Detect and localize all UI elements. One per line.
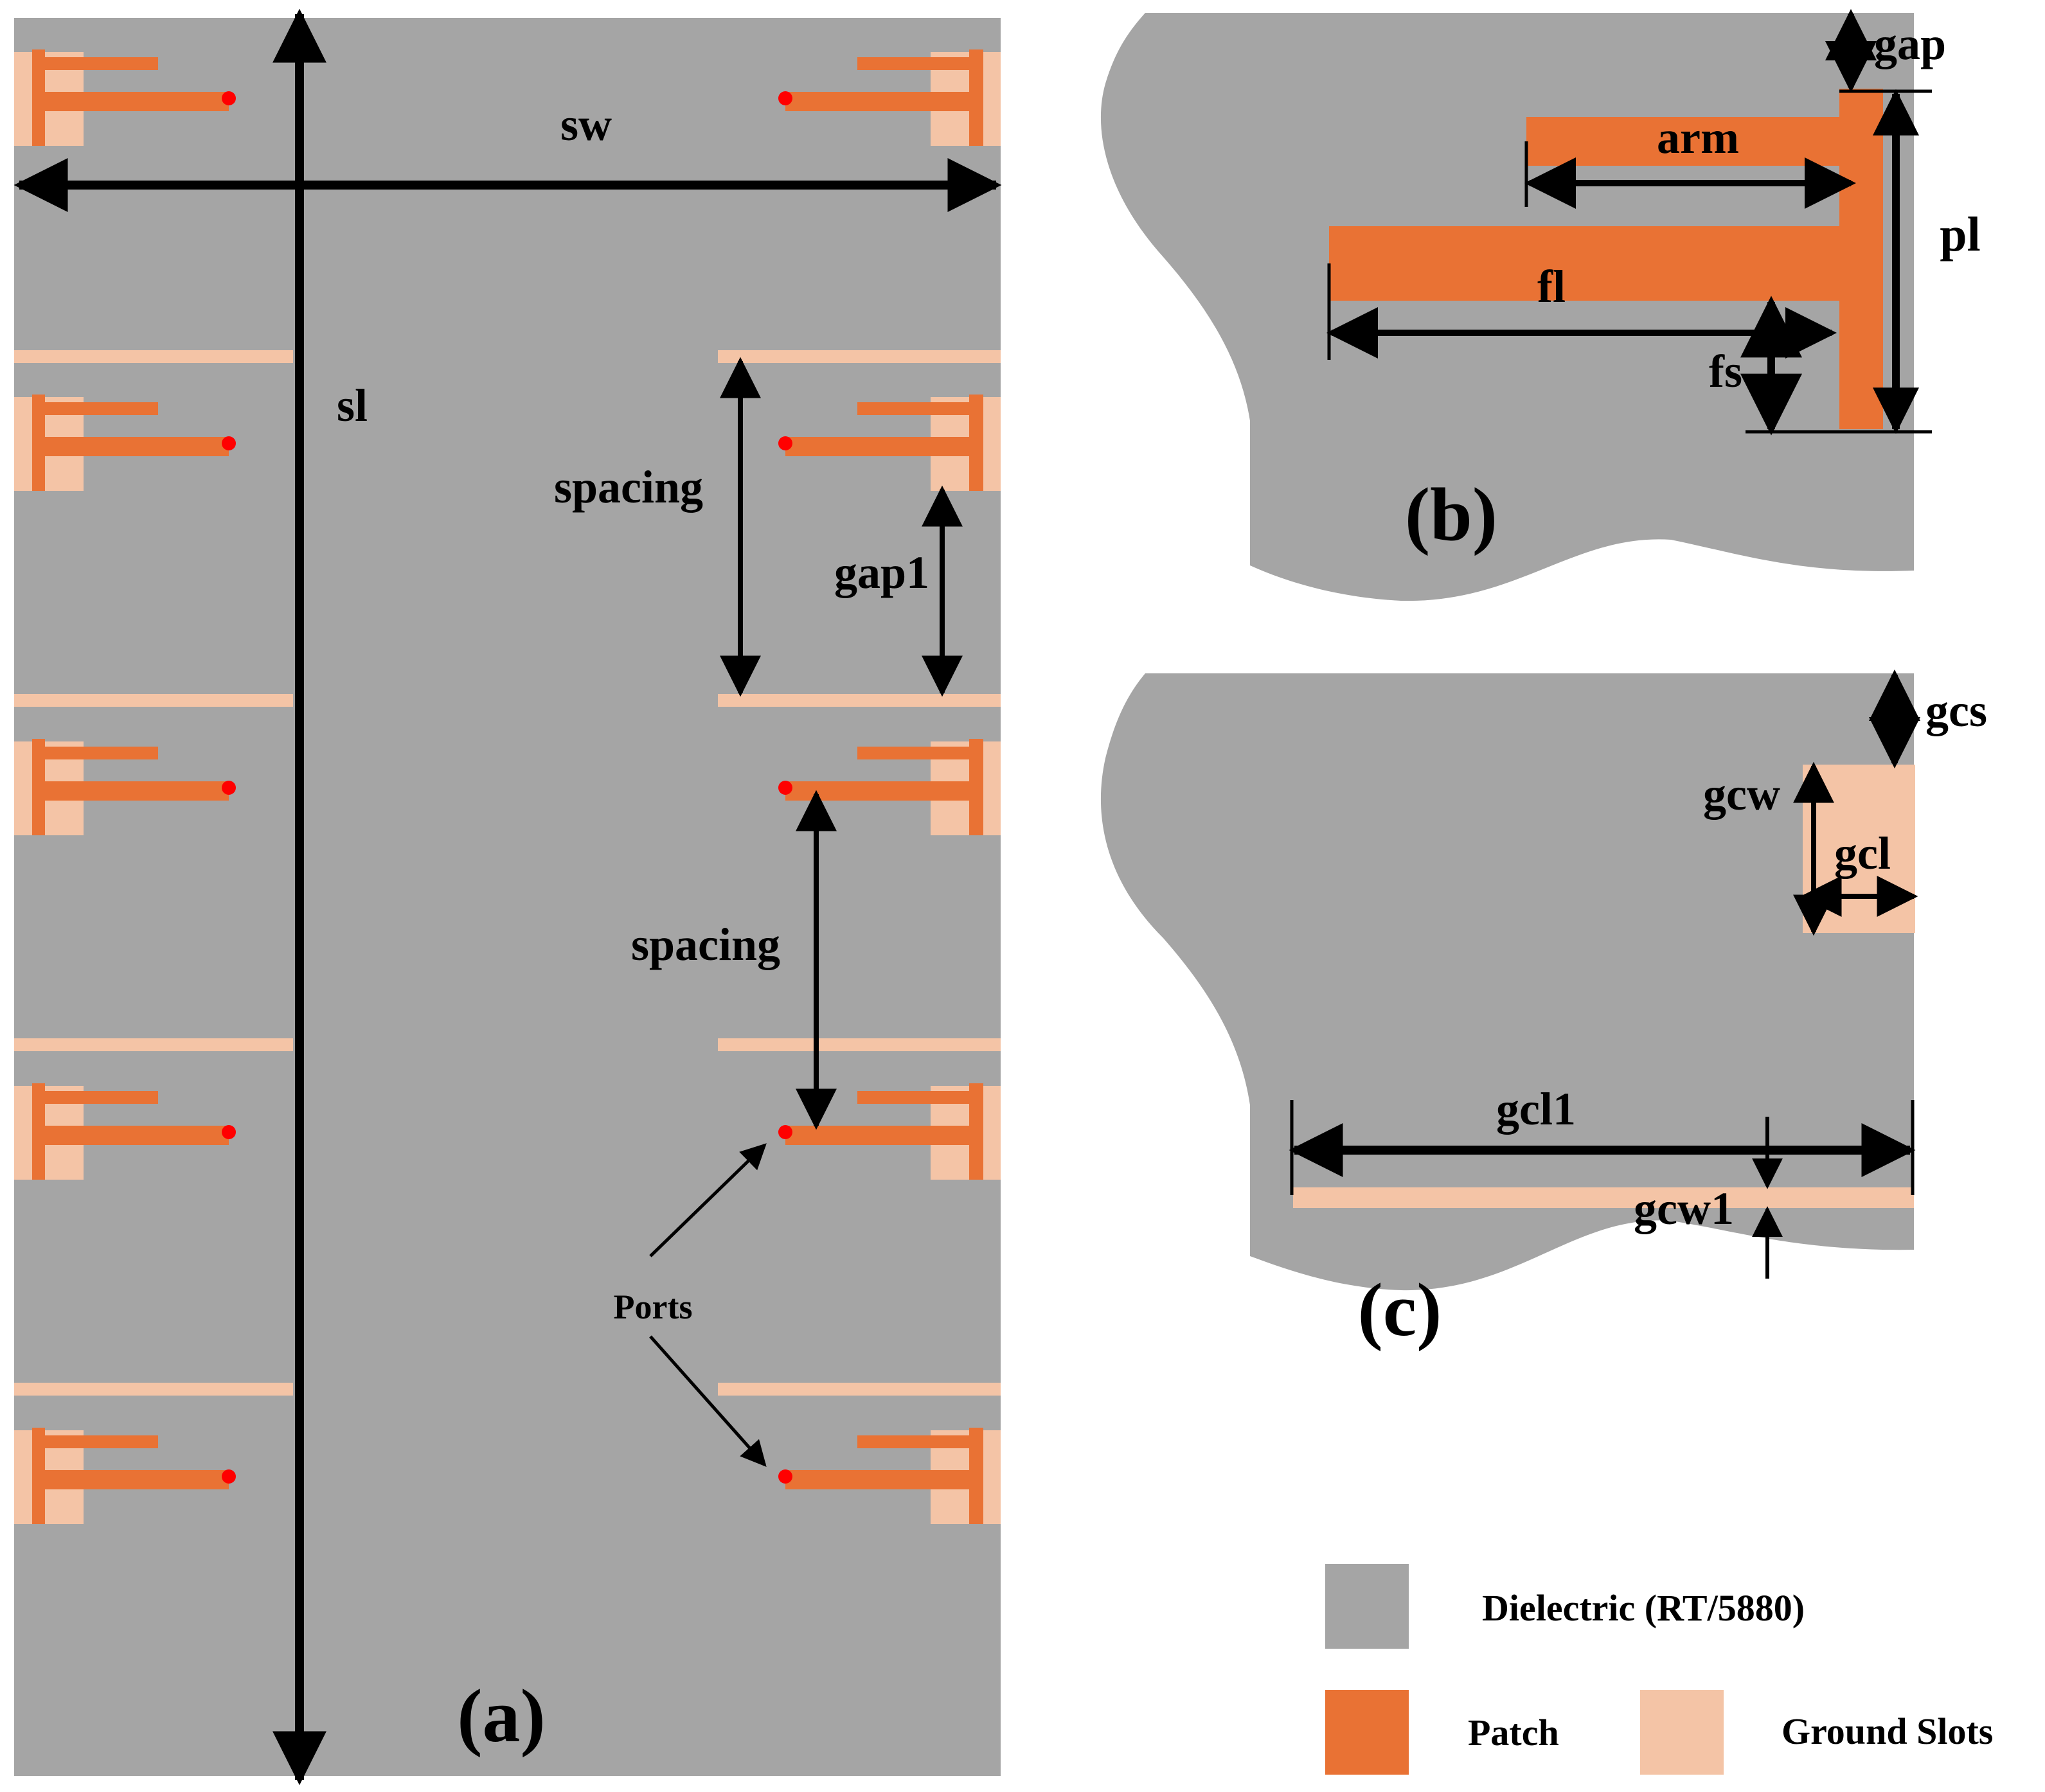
- panel-a: sw sl spacing gap1 spacing Ports (a): [13, 8, 1002, 1786]
- patch-arm-left: [39, 1435, 158, 1448]
- patch-vertical-right: [969, 49, 983, 146]
- ports-arrow-upper: [649, 1143, 767, 1257]
- patch-arm-right: [857, 1091, 976, 1104]
- patch-feed-left: [39, 781, 229, 801]
- port-right: [778, 781, 792, 795]
- patch-feed-right: [785, 1470, 976, 1489]
- gcl-label: gcl: [1834, 828, 1891, 879]
- legend-swatch-patch: [1325, 1690, 1409, 1775]
- ports-label: Ports: [614, 1288, 693, 1326]
- legend-label-patch: Patch: [1468, 1712, 1559, 1753]
- patch-arm-right: [857, 747, 976, 759]
- gap-label: gap: [1874, 18, 1946, 69]
- patch-feed-right: [785, 92, 976, 111]
- substrate: [14, 18, 1001, 1776]
- gcw1-label: gcw1: [1634, 1183, 1734, 1234]
- legend-label-dielectric: Dielectric (RT/5880): [1482, 1587, 1805, 1629]
- sw-label: sw: [560, 99, 612, 150]
- patch-arm-left: [39, 402, 158, 415]
- patch-feed-left: [39, 1126, 229, 1145]
- pl-label: pl: [1940, 208, 1980, 262]
- gap1-label: gap1: [834, 547, 929, 598]
- patch-arm-left: [39, 1091, 158, 1104]
- gcl1-label: gcl1: [1496, 1083, 1576, 1135]
- gcs-label: gcs: [1925, 685, 1987, 736]
- patch-feed-left: [39, 92, 229, 111]
- fs-label: fs: [1709, 346, 1742, 397]
- patch-vertical-right: [969, 1428, 983, 1524]
- patch-vertical-right: [969, 739, 983, 835]
- patch-arm-right: [857, 402, 976, 415]
- patch-feed-right: [785, 437, 976, 456]
- gcw-label: gcw: [1703, 768, 1780, 820]
- legend-label-ground-slots: Ground Slots: [1782, 1710, 1993, 1752]
- legend-swatch-dielectric: [1325, 1564, 1409, 1649]
- legend-swatch-ground-slots: [1640, 1690, 1724, 1775]
- ground-slot-bars: [14, 350, 1001, 1396]
- port-right: [778, 1469, 792, 1484]
- port-left: [222, 781, 236, 795]
- port-left: [222, 436, 236, 450]
- spacing-label-2: spacing: [631, 919, 780, 970]
- port-right: [778, 1125, 792, 1139]
- port-right: [778, 436, 792, 450]
- ground-slot-bar-left: [14, 694, 293, 707]
- ports-arrow-lower: [649, 1335, 767, 1467]
- ground-slot-bar-right: [718, 350, 1001, 363]
- patch-feed-right: [785, 1126, 976, 1145]
- ground-slot-bar-right: [718, 694, 1001, 707]
- spacing-label-1: spacing: [554, 461, 703, 513]
- ground-slot-bar-left: [14, 1383, 293, 1396]
- ground-slot-bar-right: [718, 1383, 1001, 1396]
- patch-feed-left: [39, 1470, 229, 1489]
- antenna-elements: [14, 49, 1001, 1524]
- panel-a-label: (a): [457, 1674, 546, 1758]
- ground-slot-bar-left: [14, 350, 293, 363]
- port-left: [222, 1125, 236, 1139]
- panel-c: gcs gcw gcl gcl1 gcw1 (c): [1100, 670, 1987, 1352]
- patch-arm-right: [857, 1435, 976, 1448]
- patch-vertical: [1839, 89, 1883, 429]
- ground-slot-bar-right: [718, 1038, 1001, 1051]
- patch-feed: [1329, 226, 1857, 301]
- substrate-cutout: [1100, 13, 1914, 601]
- panel-b: gap pl arm fl fs (b): [1100, 9, 1981, 601]
- panel-b-label: (b): [1405, 472, 1497, 556]
- port-left: [222, 91, 236, 105]
- legend: Dielectric (RT/5880) Patch Ground Slots: [1325, 1564, 1993, 1775]
- arm-label: arm: [1657, 112, 1739, 163]
- patch-arm-left: [39, 747, 158, 759]
- panel-c-label: (c): [1358, 1268, 1442, 1352]
- ground-slot-long: [1293, 1187, 1914, 1208]
- patch-vertical-right: [969, 1083, 983, 1180]
- fl-label: fl: [1537, 261, 1566, 312]
- patch-arm-left: [39, 57, 158, 70]
- patch-vertical-right: [969, 395, 983, 491]
- port-left: [222, 1469, 236, 1484]
- sl-label: sl: [337, 380, 368, 431]
- port-right: [778, 91, 792, 105]
- ground-slot-bar-left: [14, 1038, 293, 1051]
- patch-arm-right: [857, 57, 976, 70]
- patch-feed-left: [39, 437, 229, 456]
